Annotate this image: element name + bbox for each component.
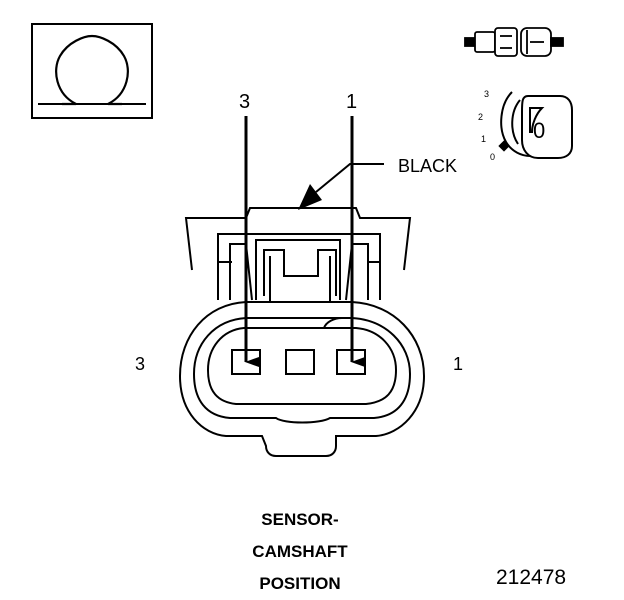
pin-label-1-side: 1 bbox=[453, 354, 463, 374]
component-caption-line3: POSITION bbox=[259, 574, 341, 593]
key-position-label: 0 bbox=[533, 118, 545, 143]
key-scale-2: 2 bbox=[478, 112, 483, 122]
key-scale-1: 1 bbox=[481, 134, 486, 144]
pin-label-3-side: 3 bbox=[135, 354, 145, 374]
ohm-symbol-frame bbox=[31, 23, 153, 119]
callout-label-black: BLACK bbox=[398, 156, 457, 176]
color-callout: BLACK bbox=[298, 156, 457, 210]
ohm-icon bbox=[38, 34, 146, 106]
terminal-2 bbox=[285, 349, 315, 375]
pin-label-1-top: 1 bbox=[346, 91, 357, 113]
pin-label-3-top: 3 bbox=[239, 91, 250, 113]
figure-number: 212478 bbox=[496, 566, 567, 589]
connector-housing bbox=[178, 207, 426, 457]
key-scale-3: 3 bbox=[484, 89, 489, 99]
ignition-key-icon: 3 2 1 0 0 bbox=[478, 89, 573, 162]
connector-plug-icon bbox=[464, 27, 564, 57]
component-caption-line2: CAMSHAFT bbox=[252, 542, 348, 561]
key-scale-0: 0 bbox=[490, 152, 495, 162]
component-caption-line1: SENSOR- bbox=[261, 510, 339, 529]
ohm-meter-symbol bbox=[31, 23, 153, 119]
